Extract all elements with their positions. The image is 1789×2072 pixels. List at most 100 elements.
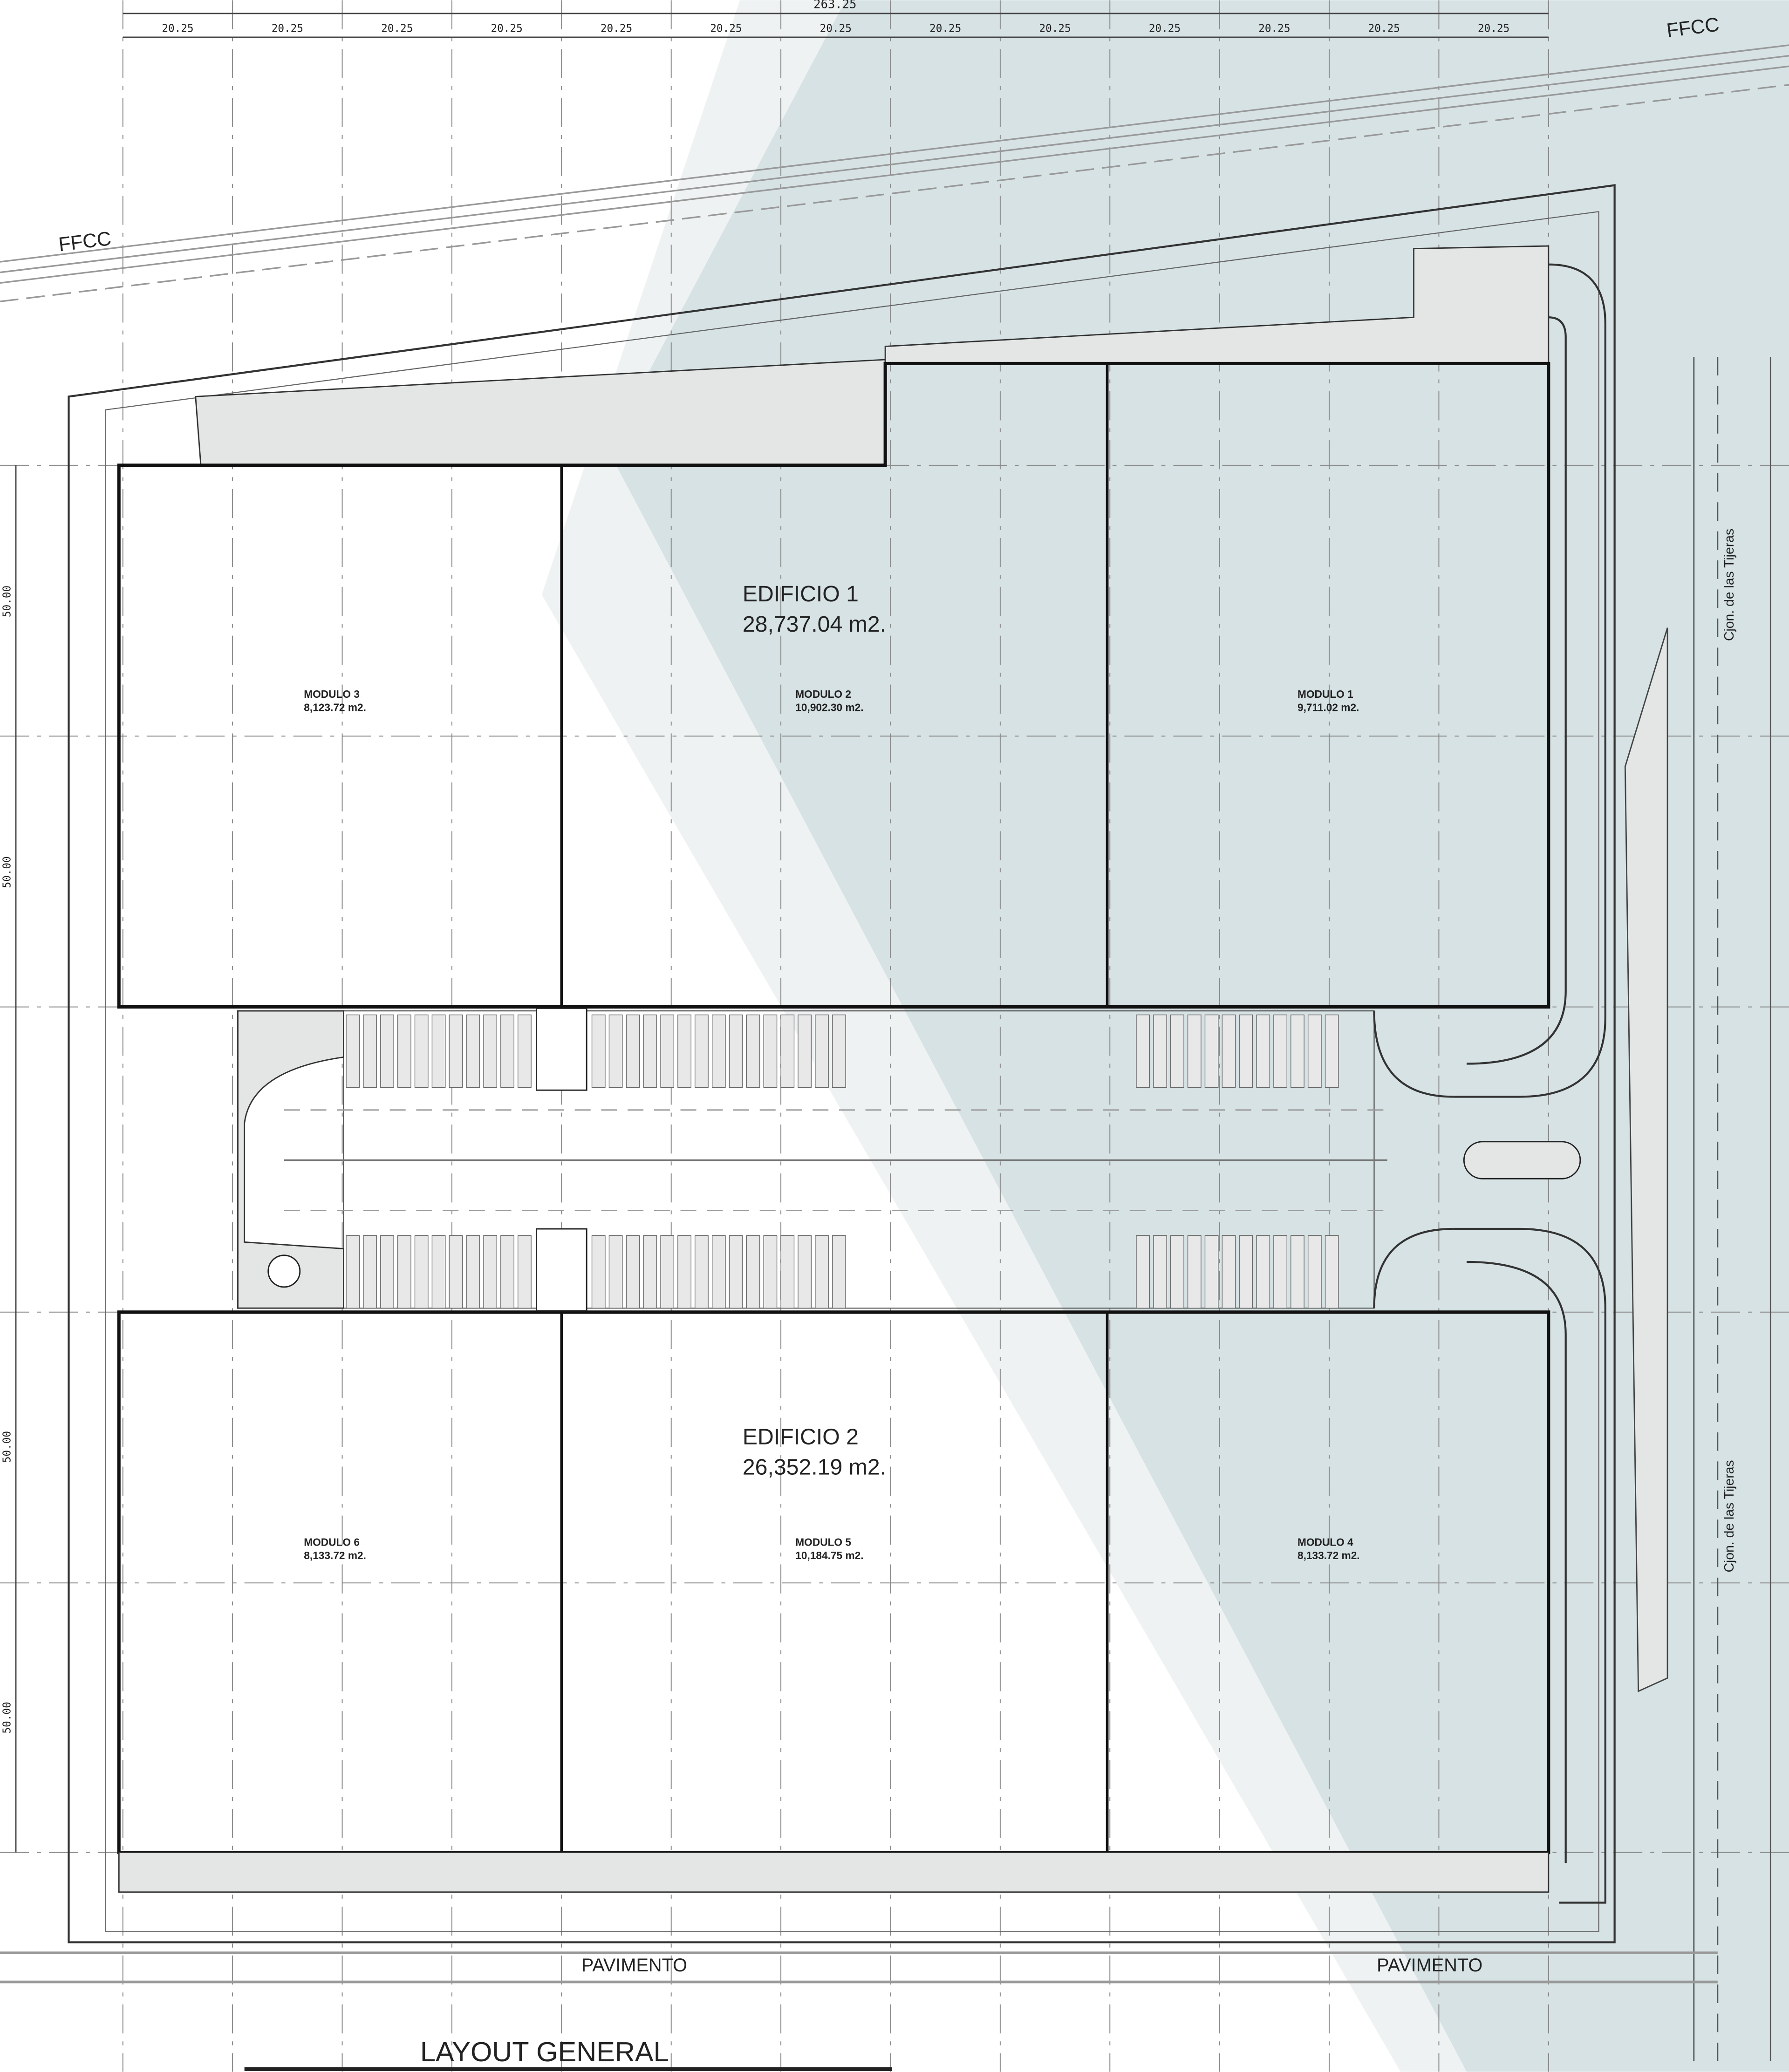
street	[1693, 357, 1771, 2061]
trailer-stall	[449, 1014, 463, 1088]
trailer-stall	[1239, 1235, 1253, 1309]
dimension-label: 50.00	[1, 1702, 14, 1733]
trailer-stall	[660, 1235, 675, 1309]
module-name: MODULO 6	[304, 1536, 360, 1548]
trailer-stall	[483, 1235, 498, 1309]
trailer-stall	[397, 1014, 411, 1088]
dimension-label: 20.25	[929, 23, 961, 35]
trailer-stall	[746, 1235, 760, 1309]
trailer-stall	[1291, 1014, 1304, 1088]
trailer-stall	[1256, 1014, 1270, 1088]
trailer-stall	[1204, 1235, 1219, 1309]
trailer-stall	[518, 1235, 532, 1309]
trailer-stall	[1153, 1235, 1167, 1309]
module-area: 10,902.30 m2.	[795, 701, 863, 713]
trailer-stall	[431, 1014, 446, 1088]
module-name: MODULO 2	[795, 688, 851, 700]
dimension-label: 50.00	[1, 1431, 14, 1463]
dimension-label: 20.25	[1478, 23, 1509, 35]
paving-label: PAVIMENTO	[581, 1955, 687, 1976]
trailer-stall	[626, 1235, 640, 1309]
street-label: Cjon. de las Tijeras	[1722, 529, 1737, 641]
module-name: MODULO 5	[795, 1536, 851, 1548]
trailer-stall	[643, 1235, 657, 1309]
guard-booth	[1463, 1141, 1581, 1179]
trailer-stall	[677, 1235, 691, 1309]
trailer-stall	[1136, 1235, 1150, 1309]
stair-south	[536, 1228, 587, 1312]
trailer-stall	[1187, 1235, 1202, 1309]
trailer-stall	[608, 1014, 623, 1088]
trailer-stall	[363, 1014, 377, 1088]
dimension-label: 20.25	[820, 23, 852, 35]
trailer-stall	[746, 1014, 760, 1088]
trailer-stall	[431, 1235, 446, 1309]
trailer-stall	[1325, 1235, 1339, 1309]
railway-label: FFCC	[57, 227, 112, 256]
trailer-stall	[1204, 1014, 1219, 1088]
site-inner-boundary	[105, 211, 1599, 1932]
trailer-stall	[1153, 1014, 1167, 1088]
trailer-stall	[660, 1014, 675, 1088]
trailer-stall	[798, 1235, 812, 1309]
trailer-stall	[1273, 1014, 1288, 1088]
trailer-stall	[1222, 1014, 1236, 1088]
trailer-stall	[798, 1014, 812, 1088]
building-1-name: EDIFICIO 1	[743, 581, 859, 607]
trailer-stall	[1239, 1014, 1253, 1088]
dimension-label: 20.25	[710, 23, 742, 35]
building-1-area: 28,737.04 m2.	[743, 612, 886, 637]
trailer-stall	[780, 1235, 795, 1309]
east-access-road	[1373, 263, 1606, 1904]
trailer-stall	[677, 1014, 691, 1088]
trailer-stall	[832, 1235, 846, 1309]
trailer-stall	[711, 1235, 726, 1309]
trailer-stall	[591, 1235, 606, 1309]
trailer-stall	[1222, 1235, 1236, 1309]
trailer-stall	[1307, 1014, 1322, 1088]
module-labels: MODULO 38,123.72 m2. MODULO 210,902.30 m2…	[304, 688, 1359, 1561]
cistern-icon	[267, 1254, 301, 1288]
west-curb	[237, 1010, 344, 1309]
module-area: 8,133.72 m2.	[304, 1549, 366, 1561]
trailer-stall	[1136, 1014, 1150, 1088]
trailer-stall	[695, 1014, 709, 1088]
trailer-stall	[449, 1235, 463, 1309]
module-area: 8,123.72 m2.	[304, 701, 366, 713]
trailer-stall	[711, 1014, 726, 1088]
trailer-stall	[1170, 1014, 1184, 1088]
dimension-label: 20.25	[1258, 23, 1290, 35]
trailer-stall	[1170, 1235, 1184, 1309]
dimension-label: 20.25	[601, 23, 632, 35]
dimension-label: 20.25	[162, 23, 193, 35]
trailer-stall	[729, 1014, 743, 1088]
dimension-label: 20.25	[381, 23, 413, 35]
dimension-label: 20.25	[272, 23, 303, 35]
trailer-stall	[1256, 1235, 1270, 1309]
trailer-stall	[466, 1014, 480, 1088]
street-label: Cjon. de las Tijeras	[1722, 1460, 1737, 1572]
trailer-stall	[500, 1014, 514, 1088]
trailer-stall	[380, 1235, 394, 1309]
site-boundary	[68, 184, 1616, 1943]
building-2-name: EDIFICIO 2	[743, 1424, 859, 1449]
trailer-stall	[608, 1235, 623, 1309]
trailer-stall	[518, 1014, 532, 1088]
trailer-stall	[763, 1014, 778, 1088]
trailer-stall	[346, 1014, 360, 1088]
building-1[interactable]	[117, 361, 1550, 1009]
trailer-stall	[1291, 1235, 1304, 1309]
dimension-label: 20.25	[1039, 23, 1071, 35]
trailer-stall	[466, 1235, 480, 1309]
module-name: MODULO 3	[304, 688, 360, 700]
trailer-stall	[1325, 1014, 1339, 1088]
trailer-stall	[626, 1014, 640, 1088]
trailer-stall	[815, 1235, 829, 1309]
north-loading-dock	[195, 359, 886, 466]
trailer-stall	[414, 1014, 429, 1088]
trailer-stall	[729, 1235, 743, 1309]
module-name: MODULO 1	[1297, 688, 1353, 700]
dimension-label: 20.25	[1368, 23, 1400, 35]
module-name: MODULO 4	[1297, 1536, 1353, 1548]
